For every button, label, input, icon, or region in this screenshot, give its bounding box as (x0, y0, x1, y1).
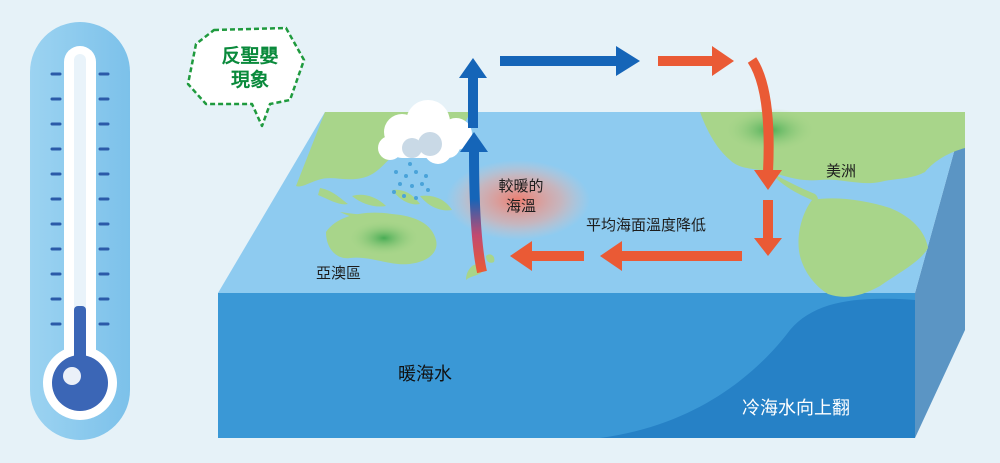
rain-cloud-icon (378, 100, 472, 200)
walker-circulation-arrows (459, 46, 782, 274)
thermometer-icon (30, 22, 130, 440)
la-nina-badge (186, 26, 306, 128)
badge-line-1: 反聖嬰 (221, 45, 279, 67)
americas-label: 美洲 (826, 162, 857, 180)
cold-upwelling-label: 冷海水向上翻 (742, 398, 850, 419)
badge-title: 反聖嬰 現象 (210, 44, 290, 92)
warm-sst-region (446, 160, 590, 240)
warm-sst-line-2: 海溫 (505, 197, 536, 215)
warm-sst-line-1: 較暖的 (498, 177, 544, 195)
australasia-label: 亞澳區 (316, 264, 362, 282)
badge-line-2: 現象 (230, 69, 269, 91)
avg-sst-lower-label: 平均海面溫度降低 (586, 216, 707, 234)
warm-water-label: 暖海水 (398, 364, 452, 385)
warm-sst-label: 較暖的 海溫 (486, 176, 556, 216)
